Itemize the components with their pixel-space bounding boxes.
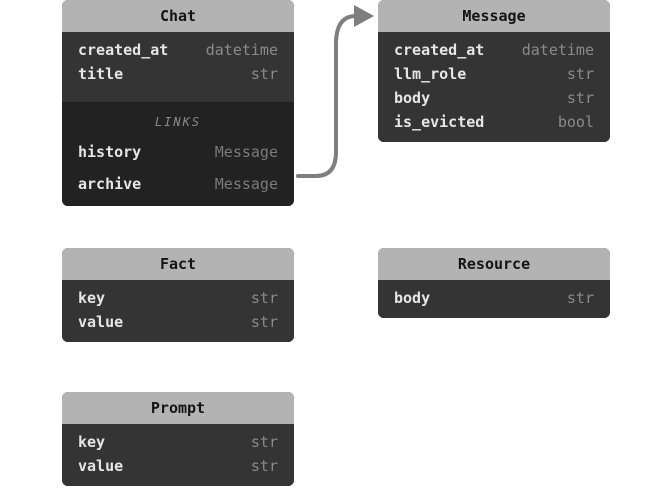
field-name: llm_role bbox=[394, 65, 467, 83]
entity-message-fields: created_at datetime llm_role str body st… bbox=[378, 32, 610, 142]
entity-resource-title: Resource bbox=[378, 248, 610, 280]
field-type: str bbox=[566, 65, 594, 83]
field-row: key str bbox=[62, 286, 294, 310]
field-row: title str bbox=[62, 62, 294, 86]
field-type: str bbox=[250, 65, 278, 83]
field-row: is_evicted bool bbox=[378, 110, 610, 134]
field-row: body str bbox=[378, 286, 610, 310]
link-row-history: history Message bbox=[62, 136, 294, 168]
field-type: bool bbox=[557, 113, 594, 131]
field-name: is_evicted bbox=[394, 113, 485, 131]
field-row: created_at datetime bbox=[378, 38, 610, 62]
field-type: datetime bbox=[205, 41, 278, 59]
field-row: llm_role str bbox=[378, 62, 610, 86]
field-name: body bbox=[394, 289, 431, 307]
field-name: created_at bbox=[394, 41, 485, 59]
field-row: created_at datetime bbox=[62, 38, 294, 62]
entity-prompt-title: Prompt bbox=[62, 392, 294, 424]
entity-chat: Chat created_at datetime title str LINKS… bbox=[62, 0, 294, 206]
field-row: body str bbox=[378, 86, 610, 110]
field-type: str bbox=[566, 289, 594, 307]
entity-chat-links: LINKS history Message archive Message bbox=[62, 102, 294, 206]
field-row: key str bbox=[62, 430, 294, 454]
link-name: archive bbox=[78, 175, 142, 193]
entity-prompt-fields: key str value str bbox=[62, 424, 294, 486]
field-name: body bbox=[394, 89, 431, 107]
field-type: str bbox=[566, 89, 594, 107]
field-name: title bbox=[78, 65, 124, 83]
field-name: key bbox=[78, 433, 106, 451]
entity-prompt: Prompt key str value str bbox=[62, 392, 294, 486]
field-row: value str bbox=[62, 310, 294, 334]
link-name: history bbox=[78, 143, 142, 161]
link-target: Message bbox=[214, 143, 278, 161]
field-name: created_at bbox=[78, 41, 169, 59]
field-type: datetime bbox=[521, 41, 594, 59]
link-row-archive: archive Message bbox=[62, 168, 294, 200]
field-name: value bbox=[78, 313, 124, 331]
relationship-arrow-chat-message bbox=[296, 14, 358, 178]
field-type: str bbox=[250, 313, 278, 331]
arrowhead-icon bbox=[354, 5, 374, 27]
field-row: value str bbox=[62, 454, 294, 478]
entity-message: Message created_at datetime llm_role str… bbox=[378, 0, 610, 142]
entity-chat-fields: created_at datetime title str bbox=[62, 32, 294, 102]
links-section-title: LINKS bbox=[154, 115, 202, 129]
link-target: Message bbox=[214, 175, 278, 193]
entity-fact-title: Fact bbox=[62, 248, 294, 280]
entity-resource: Resource body str bbox=[378, 248, 610, 318]
field-type: str bbox=[250, 433, 278, 451]
entity-message-title: Message bbox=[378, 0, 610, 32]
entity-chat-title: Chat bbox=[62, 0, 294, 32]
field-name: value bbox=[78, 457, 124, 475]
field-type: str bbox=[250, 457, 278, 475]
entity-fact-fields: key str value str bbox=[62, 280, 294, 342]
entity-fact: Fact key str value str bbox=[62, 248, 294, 342]
field-type: str bbox=[250, 289, 278, 307]
entity-resource-fields: body str bbox=[378, 280, 610, 318]
field-name: key bbox=[78, 289, 106, 307]
